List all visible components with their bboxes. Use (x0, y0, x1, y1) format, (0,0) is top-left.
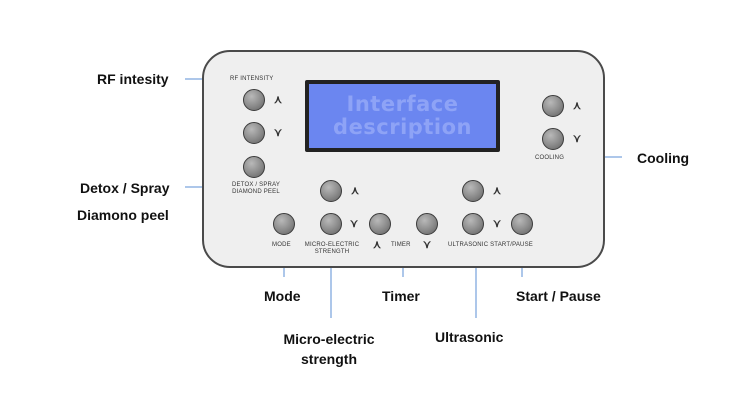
screen-line-1: Interface (346, 92, 459, 116)
ultrasonic-start-label: ULTRASONIC START/PAUSE (448, 242, 533, 248)
down-arrow-icon: ⋎ (493, 218, 502, 230)
up-arrow-icon: ⋏ (351, 185, 360, 197)
timer-down-button[interactable] (369, 213, 391, 235)
down-arrow-icon: ⋎ (350, 218, 359, 230)
down-arrow-icon: ⋎ (274, 127, 283, 139)
micro-label-line-2: STRENGTH (314, 249, 350, 255)
rf-down-button[interactable] (243, 122, 265, 144)
up-arrow-icon: ⋏ (493, 185, 502, 197)
up-arrow-icon: ⋏ (274, 94, 283, 106)
detox-callout: Detox / Spray (80, 180, 170, 196)
detox-spray-label: DETOX / SPRAY DIAMOND PEEL (226, 182, 286, 196)
cooling-callout: Cooling (637, 150, 690, 166)
up-arrow-icon: ⋏ (373, 239, 382, 251)
timer-label: TIMER (391, 242, 411, 248)
mode-label: MODE (272, 242, 291, 248)
rf-intensity-label: RF INTENSITY (230, 76, 274, 82)
rf-up-button[interactable] (243, 89, 265, 111)
timer-callout: Timer (382, 288, 420, 304)
micro-electric-label: MICRO-ELECTRIC STRENGTH (300, 242, 364, 256)
ultrasonic-down-button[interactable] (462, 213, 484, 235)
timer-up-button[interactable] (416, 213, 438, 235)
micro-callout-line-2: strength (301, 351, 357, 367)
start-pause-callout: Start / Pause (516, 288, 601, 304)
start-pause-button[interactable] (511, 213, 533, 235)
micro-up-button[interactable] (320, 180, 342, 202)
micro-down-button[interactable] (320, 213, 342, 235)
mode-callout: Mode (264, 288, 301, 304)
detox-label-line-2: DIAMOND PEEL (232, 189, 280, 195)
micro-electric-callout: Micro-electric strength (270, 329, 388, 369)
cooling-up-button[interactable] (542, 95, 564, 117)
cooling-label: COOLING (535, 155, 565, 161)
diamond-callout: Diamono peel (77, 207, 169, 223)
ultrasonic-up-button[interactable] (462, 180, 484, 202)
screen-line-2: description (333, 115, 472, 139)
cooling-down-button[interactable] (542, 128, 564, 150)
ultrasonic-callout: Ultrasonic (435, 329, 504, 345)
detox-label-line-1: DETOX / SPRAY (231, 182, 281, 188)
micro-label-line-1: MICRO-ELECTRIC (304, 242, 360, 248)
detox-spray-button[interactable] (243, 156, 265, 178)
screen-text: Interface description (309, 84, 496, 148)
down-arrow-icon: ⋎ (573, 133, 582, 145)
up-arrow-icon: ⋏ (573, 100, 582, 112)
mode-button[interactable] (273, 213, 295, 235)
micro-callout-line-1: Micro-electric (283, 331, 375, 347)
rf-callout: RF intesity (97, 71, 169, 87)
down-arrow-icon: ⋎ (423, 239, 432, 251)
lcd-screen: Interface description (305, 80, 500, 152)
